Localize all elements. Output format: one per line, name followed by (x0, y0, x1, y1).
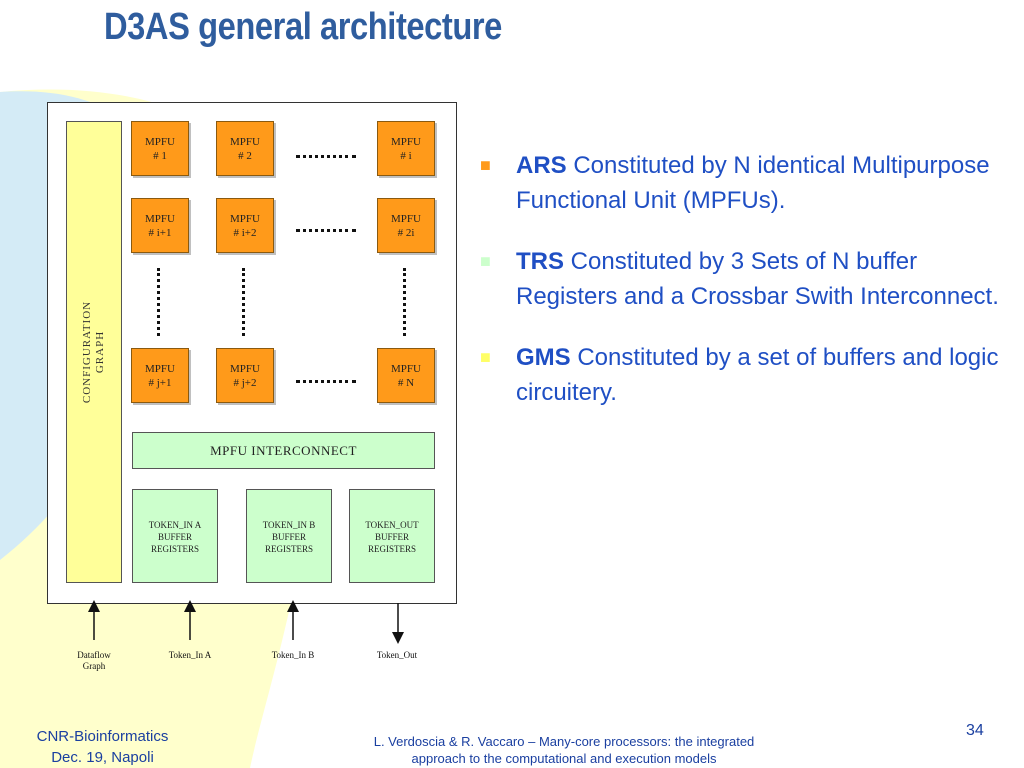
buffer-line: TOKEN_IN A (148, 520, 202, 530)
bullet-list: ■ ARS Constituted by N identical Multipu… (480, 148, 1015, 436)
bullet-text: Constituted by N identical Multipurpose … (516, 152, 990, 214)
io-label-dataflow-graph: Dataflow Graph (77, 650, 111, 672)
bullet-term: ARS (516, 152, 567, 179)
bullet-gms: ■ GMS Constituted by a set of buffers an… (480, 340, 1015, 410)
io-label-token-in-b: Token_In B (271, 650, 315, 660)
mpfu-id: # N (397, 377, 415, 389)
bullet-ars: ■ ARS Constituted by N identical Multipu… (480, 148, 1015, 218)
mpfu-interconnect-block: MPFU INTERCONNECT (132, 432, 435, 469)
buffer-line: BUFFER (271, 532, 306, 542)
mpfu-name: MPFU (391, 213, 421, 225)
mpfu-id: # 1 (153, 150, 167, 162)
mpfu-block: MPFU # 2i (377, 198, 435, 253)
mpfu-block: MPFU # j+1 (131, 348, 189, 403)
page-title: D3AS general architecture (104, 6, 502, 48)
buffer-line: TOKEN_IN B (262, 520, 316, 530)
footer-affiliation: CNR-Bioinformatics Dec. 19, Napoli (0, 726, 205, 768)
io-label-line: Graph (82, 661, 106, 671)
mpfu-id: # i+2 (233, 227, 257, 239)
mpfu-block: MPFU # N (377, 348, 435, 403)
mpfu-name: MPFU (391, 136, 421, 148)
mpfu-block: MPFU # j+2 (216, 348, 274, 403)
bullet-trs: ■ TRS Constituted by 3 Sets of N buffer … (480, 244, 1015, 314)
mpfu-block: MPFU # 1 (131, 121, 189, 176)
token-out-buffer-block: TOKEN_OUT BUFFER REGISTERS (349, 489, 435, 583)
mpfu-id: # 2 (238, 150, 252, 162)
buffer-line: REGISTERS (150, 544, 199, 554)
horizontal-ellipsis (296, 229, 356, 235)
buffer-line: BUFFER (374, 532, 409, 542)
square-bullet-icon: ■ (480, 347, 491, 367)
footer-affiliation-line: CNR-Bioinformatics (36, 728, 169, 745)
mpfu-name: MPFU (230, 136, 260, 148)
mpfu-name: MPFU (145, 363, 175, 375)
mpfu-block: MPFU # 2 (216, 121, 274, 176)
mpfu-id: # i (400, 150, 412, 162)
footer-citation-line: approach to the computational and execut… (411, 751, 717, 766)
buffer-line: REGISTERS (367, 544, 416, 554)
configuration-graph-block: CONFIGURATION GRAPH (66, 121, 122, 583)
bullet-term: GMS (516, 344, 571, 371)
bullet-term: TRS (516, 248, 564, 275)
mpfu-name: MPFU (230, 363, 260, 375)
square-bullet-icon: ■ (480, 251, 491, 271)
io-label-token-out: Token_Out (376, 650, 418, 660)
vertical-ellipsis (242, 268, 248, 336)
mpfu-name: MPFU (145, 136, 175, 148)
vertical-ellipsis (403, 268, 409, 336)
token-in-a-buffer-block: TOKEN_IN A BUFFER REGISTERS (132, 489, 218, 583)
mpfu-block: MPFU # i+1 (131, 198, 189, 253)
mpfu-block: MPFU # i+2 (216, 198, 274, 253)
buffer-line: REGISTERS (264, 544, 313, 554)
mpfu-name: MPFU (230, 213, 260, 225)
bullet-text: Constituted by 3 Sets of N buffer Regist… (516, 248, 999, 310)
buffer-line: TOKEN_OUT (365, 520, 419, 530)
mpfu-id: # i+1 (148, 227, 172, 239)
horizontal-ellipsis (296, 155, 356, 161)
vertical-ellipsis (157, 268, 163, 336)
page-number: 34 (966, 722, 984, 739)
mpfu-block: MPFU # i (377, 121, 435, 176)
bullet-text: Constituted by a set of buffers and logi… (516, 344, 999, 406)
mpfu-name: MPFU (145, 213, 175, 225)
footer-citation: L. Verdoscia & R. Vaccaro – Many-core pr… (290, 733, 838, 767)
mpfu-id: # j+2 (233, 377, 257, 389)
mpfu-id: # 2i (397, 227, 415, 239)
buffer-line: BUFFER (157, 532, 192, 542)
io-label-token-in-a: Token_In A (168, 650, 212, 660)
footer-citation-line: L. Verdoscia & R. Vaccaro – Many-core pr… (373, 734, 755, 749)
mpfu-id: # j+1 (148, 377, 172, 389)
square-bullet-icon: ■ (480, 155, 491, 175)
mpfu-name: MPFU (391, 363, 421, 375)
horizontal-ellipsis (296, 380, 356, 386)
footer-date-line: Dec. 19, Napoli (51, 749, 154, 766)
token-in-b-buffer-block: TOKEN_IN B BUFFER REGISTERS (246, 489, 332, 583)
io-label-line: Dataflow (77, 650, 111, 660)
